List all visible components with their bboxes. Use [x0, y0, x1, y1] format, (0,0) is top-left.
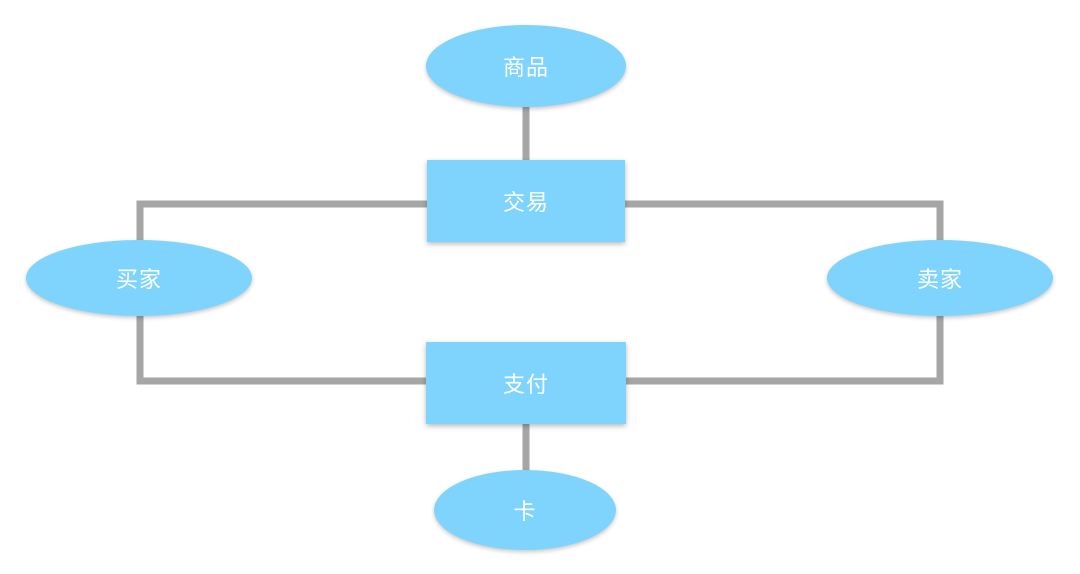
entity-seller[interactable]: 卖家 — [827, 240, 1053, 316]
entity-card[interactable]: 卡 — [434, 470, 616, 550]
entity-buyer[interactable]: 买家 — [26, 240, 252, 316]
entity-card-label: 卡 — [513, 500, 537, 525]
connector-seller-payment — [622, 312, 944, 385]
entity-seller-label: 卖家 — [916, 268, 963, 293]
connector-buyer-payment — [136, 312, 430, 385]
entity-product[interactable]: 商品 — [426, 25, 626, 107]
relation-payment-label: 支付 — [502, 373, 549, 398]
relation-deal-label: 交易 — [502, 191, 549, 216]
entity-product-label: 商品 — [502, 56, 549, 81]
connector-deal-buyer — [136, 200, 430, 244]
relation-payment[interactable]: 支付 — [426, 342, 626, 424]
connector-deal-seller — [622, 200, 944, 244]
relation-deal[interactable]: 交易 — [427, 160, 625, 242]
entity-buyer-label: 买家 — [115, 268, 162, 293]
